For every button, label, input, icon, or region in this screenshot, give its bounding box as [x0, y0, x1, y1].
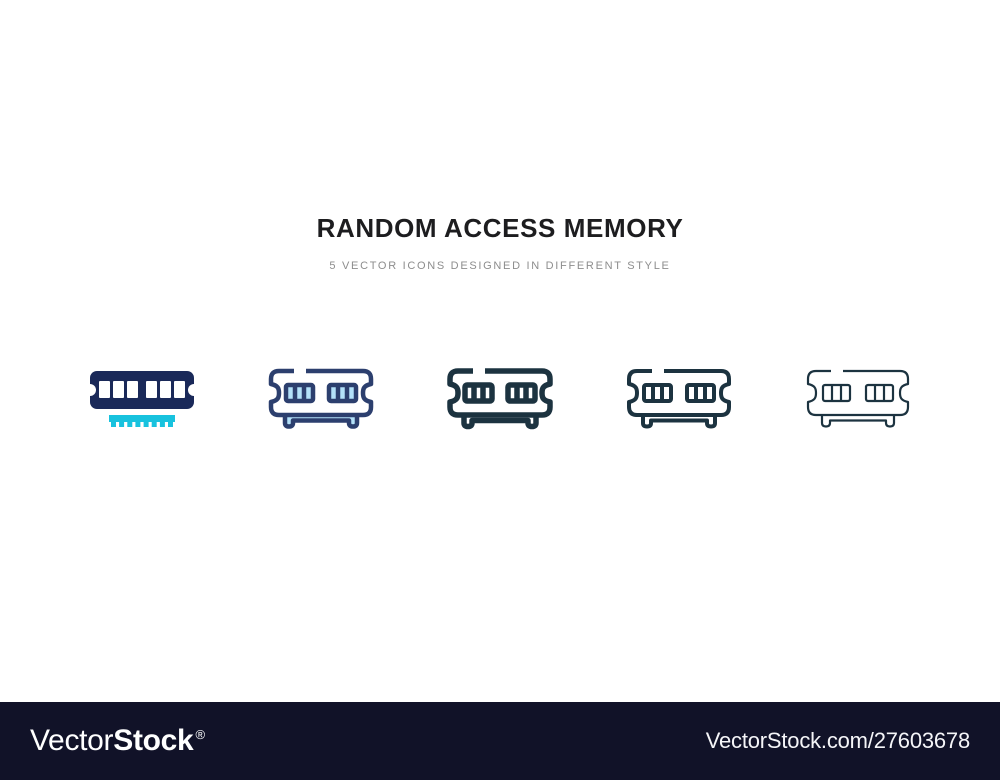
brand-vector: Vector — [30, 724, 114, 757]
watermark-bar: VectorStock® VectorStock.com/27603678 — [0, 702, 1000, 780]
icon-cell-1 — [82, 359, 202, 439]
page-subtitle: 5 VECTOR ICONS DESIGNED IN DIFFERENT STY… — [329, 260, 671, 272]
brand-stock: Stock — [113, 724, 194, 757]
ram-outline — [627, 369, 731, 429]
icon-cell-3 — [440, 359, 560, 439]
icon-row — [82, 359, 918, 439]
page-title: RANDOM ACCESS MEMORY — [316, 213, 684, 243]
ram-outline — [450, 371, 550, 427]
image-url[interactable]: VectorStock.com/27603678 — [705, 728, 970, 753]
vectorstock-logo[interactable]: VectorStock® — [30, 724, 205, 758]
ram-icon-outline-thin — [806, 369, 910, 428]
ram-icon-outline-regular — [627, 369, 731, 429]
ram-body — [90, 371, 194, 409]
icon-cell-4 — [619, 359, 739, 439]
ram-pin-strip — [109, 415, 175, 427]
icon-cell-2 — [261, 359, 381, 439]
ram-notches-and-chips — [84, 381, 200, 398]
ram-icon-filled-two-color — [84, 371, 200, 427]
ram-icon-outline-bold — [440, 359, 560, 439]
ram-outline — [806, 369, 910, 428]
registered-mark-icon: ® — [195, 727, 205, 742]
icon-cell-5 — [798, 359, 918, 439]
ram-icon-outline-two-color — [261, 359, 381, 439]
